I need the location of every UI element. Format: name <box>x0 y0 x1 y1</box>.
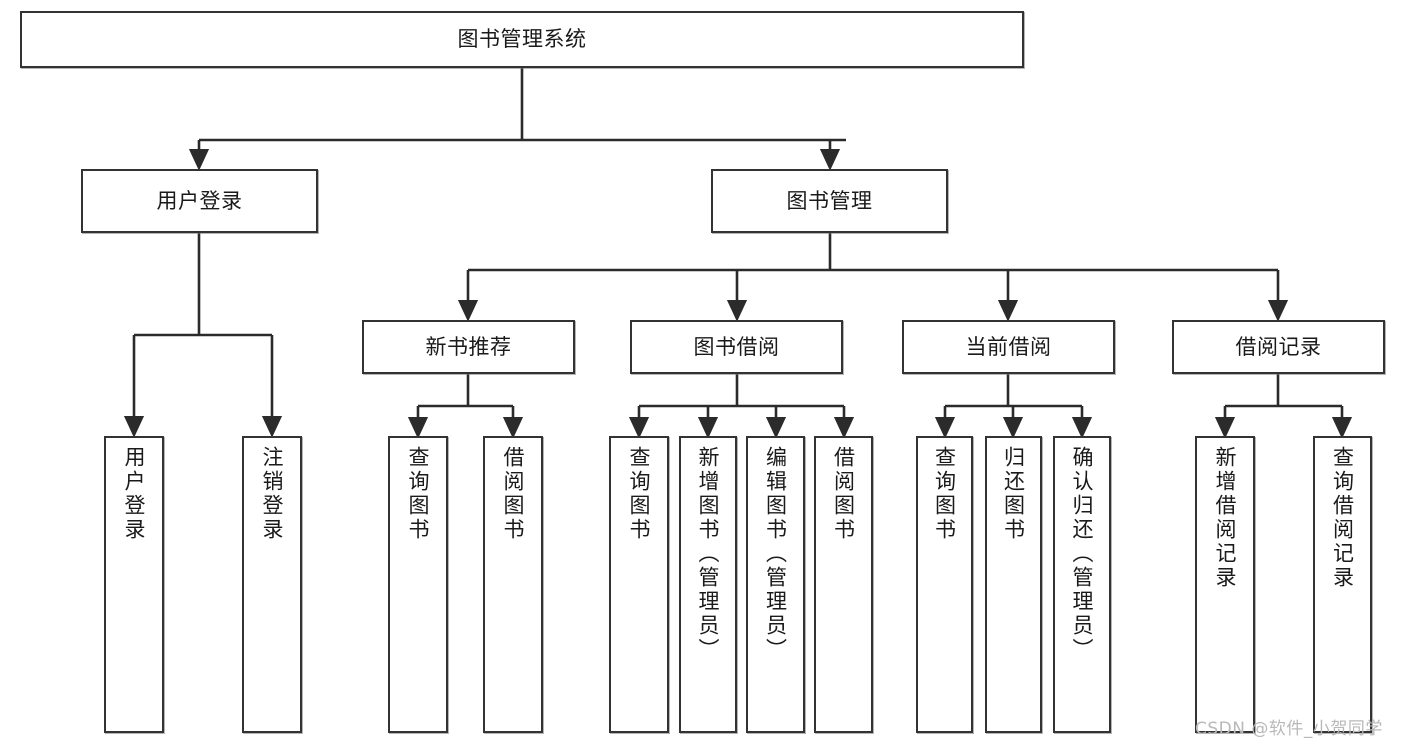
leaf-borrow-book-recommend[interactable]: 借阅图书 <box>483 436 543 733</box>
leaf-query-borrow-record[interactable]: 查询借阅记录 <box>1313 436 1372 733</box>
leaf-add-borrow-record-label: 新增借阅记录 <box>1213 446 1238 590</box>
leaf-return-book[interactable]: 归还图书 <box>985 436 1042 733</box>
node-book-management[interactable]: 图书管理 <box>711 169 948 233</box>
leaf-add-book-admin[interactable]: 新增图书（管理员） <box>679 436 737 733</box>
leaf-user-login[interactable]: 用户登录 <box>104 436 164 733</box>
node-user-login-label: 用户登录 <box>156 188 243 213</box>
node-borrow-records-label: 借阅记录 <box>1235 334 1322 359</box>
node-current-borrow[interactable]: 当前借阅 <box>902 320 1115 374</box>
leaf-logout-label: 注销登录 <box>260 446 285 542</box>
leaf-user-login-label: 用户登录 <box>122 446 147 542</box>
leaf-add-borrow-record[interactable]: 新增借阅记录 <box>1195 436 1255 733</box>
node-new-book-recommend[interactable]: 新书推荐 <box>362 320 575 374</box>
leaf-query-book-borrow-label: 查询图书 <box>627 446 652 542</box>
node-root-label: 图书管理系统 <box>457 27 587 52</box>
node-user-login[interactable]: 用户登录 <box>81 169 318 233</box>
node-book-management-label: 图书管理 <box>786 188 873 213</box>
leaf-query-borrow-record-label: 查询借阅记录 <box>1330 446 1355 590</box>
node-current-borrow-label: 当前借阅 <box>965 334 1052 359</box>
leaf-add-book-admin-label: 新增图书（管理员） <box>696 446 721 662</box>
leaf-confirm-return-admin-label: 确认归还（管理员） <box>1070 446 1095 662</box>
csdn-watermark: CSDN @软件_小贺同学 <box>1195 719 1383 739</box>
leaf-return-book-label: 归还图书 <box>1001 446 1026 542</box>
leaf-borrow-book[interactable]: 借阅图书 <box>814 436 873 733</box>
node-borrow-records[interactable]: 借阅记录 <box>1172 320 1385 374</box>
leaf-query-book-borrow[interactable]: 查询图书 <box>609 436 669 733</box>
node-book-borrow[interactable]: 图书借阅 <box>630 320 843 374</box>
leaf-borrow-book-label: 借阅图书 <box>831 446 856 542</box>
leaf-query-book-current[interactable]: 查询图书 <box>916 436 973 733</box>
leaf-query-book-current-label: 查询图书 <box>932 446 957 542</box>
node-book-borrow-label: 图书借阅 <box>693 334 780 359</box>
leaf-borrow-book-recommend-label: 借阅图书 <box>501 446 526 542</box>
node-root[interactable]: 图书管理系统 <box>20 11 1024 68</box>
leaf-query-book-recommend[interactable]: 查询图书 <box>388 436 448 733</box>
leaf-logout[interactable]: 注销登录 <box>242 436 302 733</box>
leaf-edit-book-admin[interactable]: 编辑图书（管理员） <box>746 436 805 733</box>
leaf-confirm-return-admin[interactable]: 确认归还（管理员） <box>1053 436 1111 733</box>
leaf-query-book-recommend-label: 查询图书 <box>406 446 431 542</box>
leaf-edit-book-admin-label: 编辑图书（管理员） <box>763 446 788 662</box>
node-new-book-recommend-label: 新书推荐 <box>425 334 512 359</box>
